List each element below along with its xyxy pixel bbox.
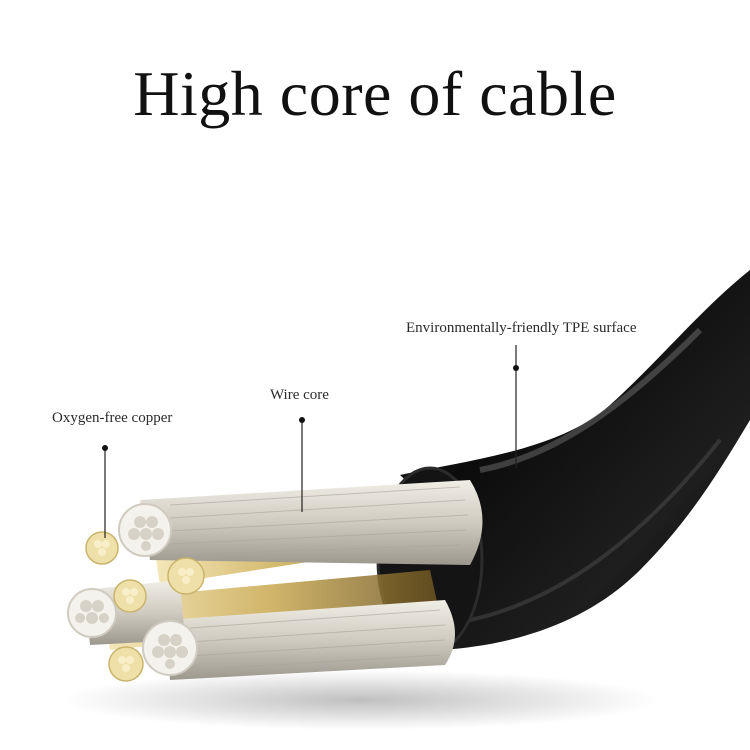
- jacket-highlight: [479, 327, 703, 473]
- wire-core-lower: [165, 600, 455, 680]
- core-end-strands: [75, 516, 188, 669]
- wire-core-upper: [140, 480, 483, 565]
- jacket-highlight-2: [469, 438, 722, 622]
- leader-copper: [102, 445, 108, 538]
- leader-tpe: [513, 345, 519, 468]
- floor-shadow: [60, 670, 660, 730]
- label-wire-core: Wire core: [270, 387, 329, 403]
- label-oxygen-free-copper: Oxygen-free copper: [52, 410, 173, 426]
- tpe-jacket: [400, 270, 750, 650]
- copper-core-ends: [85, 531, 205, 682]
- page-title: High core of cable: [133, 58, 617, 129]
- strand-texture: [169, 486, 469, 671]
- label-tpe-surface: Environmentally-friendly TPE surface: [406, 320, 637, 336]
- leader-wire-core: [299, 417, 305, 512]
- copper-strand-dots: [94, 540, 194, 672]
